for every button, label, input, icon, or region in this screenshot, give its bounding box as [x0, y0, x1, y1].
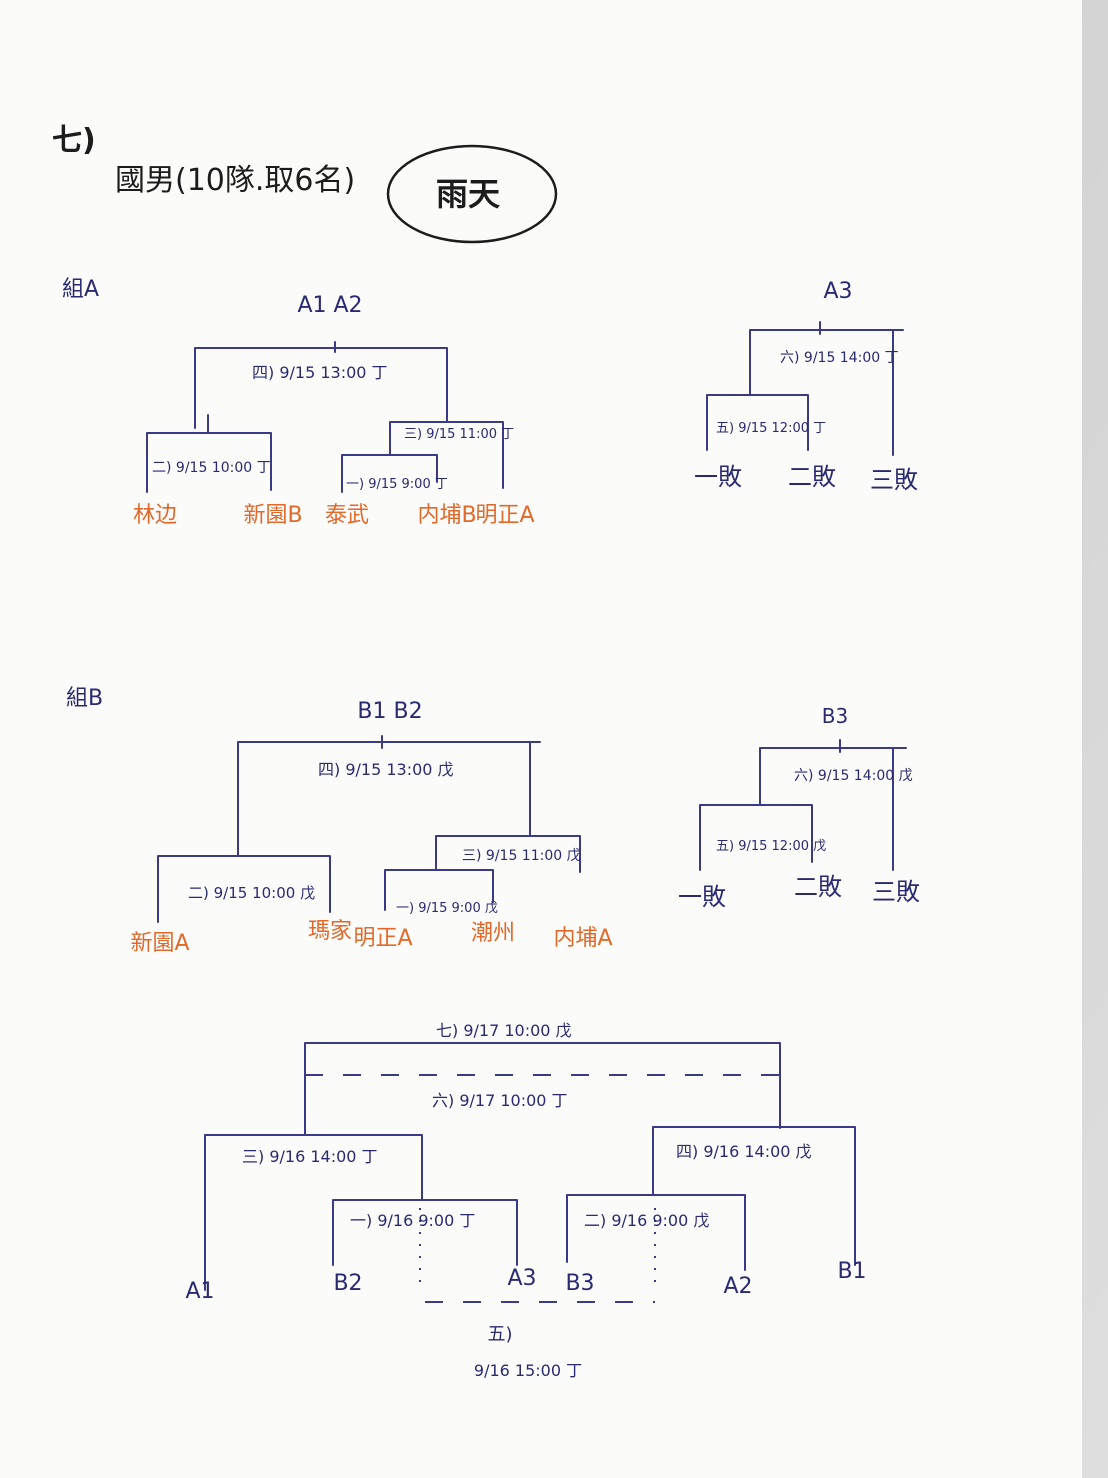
group-b-main-title: B1 B2	[357, 699, 422, 724]
group-a-team-3: 泰武	[325, 503, 369, 528]
group-b-match-5: 五) 9/15 12:00 戊	[716, 839, 826, 854]
final-bracket	[204, 1042, 856, 1303]
tournament-title: 國男(10隊.取6名)	[115, 163, 355, 198]
group-a-team-5: 明正A	[475, 503, 534, 528]
group-b-loser-1: 一敗	[678, 883, 726, 911]
group-b-label: 組B	[66, 686, 103, 711]
group-a-third-title: A3	[823, 279, 852, 304]
group-a-label: 組A	[62, 277, 99, 302]
group-a-match-5: 五) 9/15 12:00 丁	[716, 421, 826, 436]
group-b-match-6: 六) 9/15 14:00 戊	[794, 768, 913, 784]
group-b-match-1: 一) 9/15 9:00 戊	[396, 901, 498, 916]
section-number: 七)	[52, 123, 96, 158]
final-match-3: 三) 9/16 14:00 丁	[242, 1147, 378, 1166]
group-a-main-title: A1 A2	[297, 293, 362, 318]
group-b-match-2: 二) 9/15 10:00 戊	[188, 884, 315, 902]
final-match-1: 一) 9/16 9:00 丁	[350, 1211, 475, 1230]
final-match-5-number: 五)	[487, 1324, 512, 1345]
group-b-team-2: 瑪家	[308, 919, 352, 944]
group-a-main-bracket	[146, 341, 504, 493]
final-slot-a1: A1	[185, 1279, 214, 1304]
group-a-match-1: 一) 9/15 9:00 丁	[346, 477, 448, 492]
group-a-team-1: 林边	[133, 503, 177, 528]
paper	[0, 0, 1082, 1478]
group-b-team-5: 内埔A	[553, 926, 612, 951]
rain-note: 雨天	[436, 175, 500, 213]
group-b-loser-2: 二敗	[794, 873, 842, 901]
group-a-match-3: 三) 9/15 11:00 丁	[404, 427, 514, 442]
group-a-team-4: 内埔B	[417, 503, 476, 528]
group-a-match-4: 四) 9/15 13:00 丁	[252, 363, 388, 382]
group-b-third-bracket	[699, 739, 907, 871]
final-match-4: 四) 9/16 14:00 戊	[676, 1142, 812, 1161]
group-a-loser-2: 二敗	[788, 463, 836, 491]
group-b-match-4: 四) 9/15 13:00 戊	[318, 760, 454, 779]
final-slot-b3: B3	[565, 1271, 594, 1296]
final-match-7: 七) 9/17 10:00 戊	[436, 1021, 572, 1040]
group-b-loser-3: 三敗	[872, 878, 920, 906]
group-b-main-bracket	[157, 735, 581, 923]
group-b-team-3: 明正A	[353, 926, 412, 951]
final-slot-b1: B1	[837, 1259, 866, 1284]
group-a-match-2: 二) 9/15 10:00 丁	[152, 460, 271, 476]
final-slot-a2: A2	[723, 1274, 752, 1299]
final-slot-a3: A3	[507, 1266, 536, 1291]
group-b-third-title: B3	[822, 704, 848, 728]
group-b-team-1: 新園A	[130, 931, 189, 956]
rain-note-circle	[386, 144, 558, 244]
final-match-5-time: 9/16 15:00 丁	[474, 1361, 582, 1380]
final-slot-b2: B2	[333, 1271, 362, 1296]
group-a-loser-3: 三敗	[870, 466, 918, 494]
group-a-team-2: 新園B	[243, 503, 302, 528]
group-a-third-bracket	[706, 321, 904, 456]
group-a-loser-1: 一敗	[694, 463, 742, 491]
group-a-match-6: 六) 9/15 14:00 丁	[780, 350, 899, 366]
group-b-match-3: 三) 9/15 11:00 戊	[462, 848, 581, 864]
final-match-2: 二) 9/16 9:00 戊	[584, 1211, 709, 1230]
final-match-6: 六) 9/17 10:00 丁	[432, 1091, 568, 1110]
group-b-team-4: 潮州	[471, 921, 515, 946]
